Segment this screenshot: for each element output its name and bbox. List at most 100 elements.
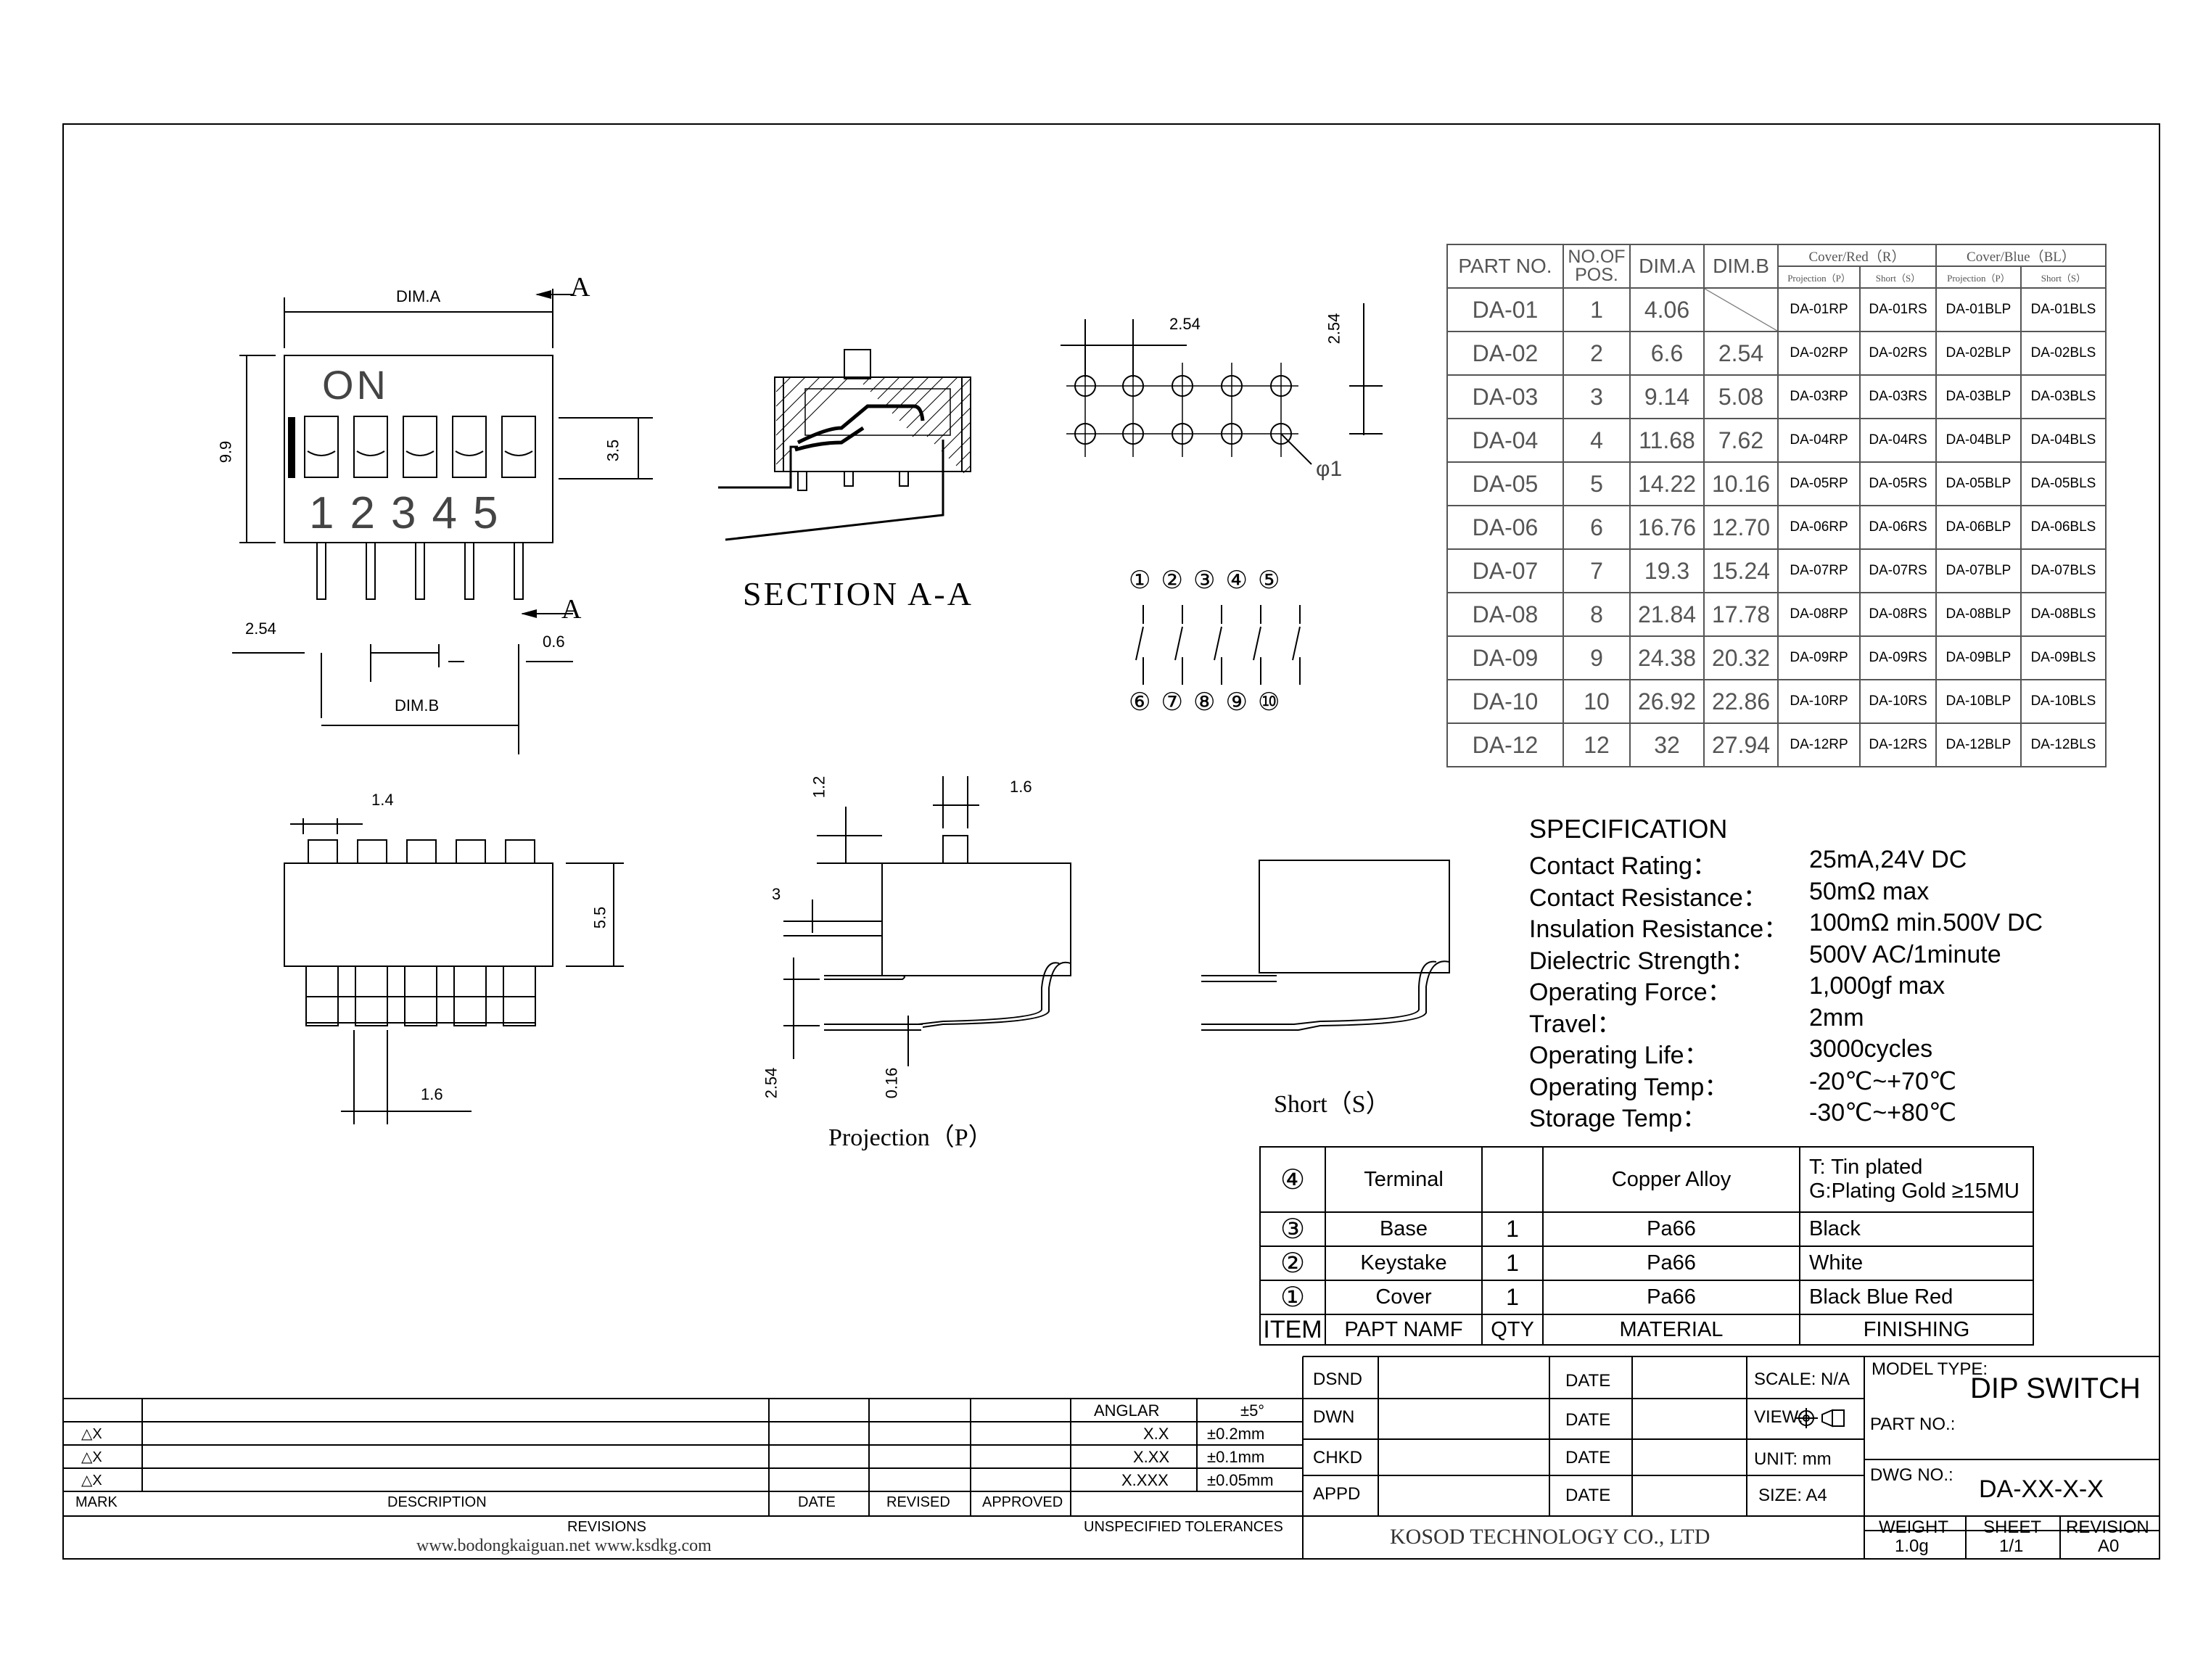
tb-date-3: DATE bbox=[1565, 1448, 1611, 1467]
dim-b-cell: 27.94 bbox=[1703, 722, 1779, 767]
dim-a-cell: 24.38 bbox=[1629, 635, 1705, 680]
dim-0-16: 0.16 bbox=[882, 1067, 901, 1099]
pos-cell: 8 bbox=[1562, 592, 1631, 637]
circuit-label: ⑥ bbox=[1129, 689, 1161, 716]
dim-a-cell: 16.76 bbox=[1629, 505, 1705, 550]
tb-date-4: DATE bbox=[1565, 1486, 1611, 1505]
header-dim-b: DIM.B bbox=[1703, 244, 1779, 289]
bls-cell: DA-01BLS bbox=[2019, 287, 2107, 332]
bom-header-finishing: FINISHING bbox=[1799, 1314, 2034, 1346]
bom-finishing-line: Black bbox=[1809, 1217, 1861, 1240]
header-projection: Projection（P） bbox=[1935, 265, 2022, 289]
tb-appd: APPD bbox=[1313, 1484, 1361, 1504]
pos-cell: 3 bbox=[1562, 374, 1631, 419]
circuit-top-labels: ①②③④⑤ bbox=[1129, 566, 1290, 595]
section-view bbox=[718, 349, 971, 541]
dim-0-6: 0.6 bbox=[543, 633, 565, 651]
circuit-label: ⑧ bbox=[1193, 689, 1226, 716]
tol-x-xxx-value: ±0.05mm bbox=[1207, 1471, 1274, 1489]
bom-qty bbox=[1481, 1146, 1544, 1213]
bom-part-name: Terminal bbox=[1325, 1146, 1483, 1213]
bom-header-material: MATERIAL bbox=[1542, 1314, 1800, 1346]
dim-a-cell: 4.06 bbox=[1629, 287, 1705, 332]
bom-part-name: Base bbox=[1325, 1211, 1483, 1247]
tol-x-xxx: X.XXX bbox=[1121, 1471, 1169, 1489]
tb-dwn: DWN bbox=[1313, 1407, 1355, 1427]
section-arrows bbox=[521, 290, 551, 618]
pos-cell: 12 bbox=[1562, 722, 1631, 767]
dim-3-5: 3.5 bbox=[604, 439, 622, 462]
bls-cell: DA-05BLS bbox=[2019, 461, 2107, 506]
bls-cell: DA-06BLS bbox=[2019, 505, 2107, 550]
circuit-label: ⑩ bbox=[1257, 689, 1290, 716]
dim-1-4: 1.4 bbox=[371, 791, 394, 809]
bom-item-number: ④ bbox=[1259, 1146, 1326, 1213]
header-part-no: PART NO. bbox=[1446, 244, 1564, 289]
bls-cell: DA-08BLS bbox=[2019, 592, 2107, 637]
tb-sheet-label: SHEET bbox=[1983, 1518, 2042, 1537]
bom-material: Pa66 bbox=[1542, 1280, 1800, 1315]
spec-label: Insulation Resistance： bbox=[1529, 915, 1789, 943]
top-view-pins bbox=[316, 542, 524, 600]
tb-revision-label: REVISION bbox=[2066, 1518, 2149, 1537]
dim-a-cell: 11.68 bbox=[1629, 418, 1705, 463]
dim-9-9: 9.9 bbox=[216, 440, 235, 464]
blp-cell: DA-01BLP bbox=[1935, 287, 2022, 332]
spec-value: 3000cycles bbox=[1809, 1035, 1933, 1063]
rs-cell: DA-03RS bbox=[1859, 374, 1937, 419]
dim-1-6: 1.6 bbox=[421, 1085, 443, 1103]
pos-number: 4 bbox=[432, 488, 473, 538]
spec-label: Dielectric Strength： bbox=[1529, 947, 1755, 975]
rs-cell: DA-04RS bbox=[1859, 418, 1937, 463]
section-title: SECTION A-A bbox=[743, 575, 973, 612]
spec-value: 50mΩ max bbox=[1809, 877, 1930, 905]
rp-cell: DA-05RP bbox=[1776, 461, 1861, 506]
circuit-label: ① bbox=[1129, 567, 1161, 594]
dim-3: 3 bbox=[772, 885, 781, 903]
bom-material: Copper Alloy bbox=[1542, 1146, 1800, 1213]
section-mark-bottom: A bbox=[561, 594, 582, 625]
circuit-label: ② bbox=[1161, 567, 1193, 594]
bom-header-item: ITEM bbox=[1259, 1314, 1326, 1346]
rev-header-date: DATE bbox=[798, 1494, 836, 1510]
circuit-diagram bbox=[1135, 605, 1301, 685]
websites: www.bodongkaiguan.net www.ksdkg.com bbox=[416, 1536, 712, 1555]
rev-mark-3: △X bbox=[81, 1473, 102, 1488]
dim-b-cell: 15.24 bbox=[1703, 548, 1779, 593]
bls-cell: DA-12BLS bbox=[2019, 722, 2107, 767]
pcb-pitch-v: 2.54 bbox=[1325, 313, 1343, 345]
bom-item-number: ③ bbox=[1259, 1211, 1326, 1247]
dim-a-cell: 26.92 bbox=[1629, 679, 1705, 724]
bom-qty: 1 bbox=[1481, 1280, 1544, 1315]
tol-anglar-value: ±5° bbox=[1240, 1401, 1265, 1420]
spec-value: 25mA,24V DC bbox=[1809, 846, 1967, 873]
rp-cell: DA-04RP bbox=[1776, 418, 1861, 463]
bom-finishing: Black Blue Red bbox=[1799, 1280, 2034, 1315]
pos-cell: 4 bbox=[1562, 418, 1631, 463]
section-mark-top: A bbox=[570, 272, 590, 302]
short-title: Short（S） bbox=[1274, 1091, 1391, 1118]
spec-label: Contact Rating： bbox=[1529, 852, 1717, 880]
tb-weight-label: WEIGHT bbox=[1879, 1518, 1948, 1537]
part-no-cell: DA-04 bbox=[1446, 418, 1564, 463]
blp-cell: DA-03BLP bbox=[1935, 374, 2022, 419]
circuit-label: ⑤ bbox=[1257, 567, 1290, 594]
bom-material: Pa66 bbox=[1542, 1211, 1800, 1247]
part-no-cell: DA-12 bbox=[1446, 722, 1564, 767]
dim-a-cell: 14.22 bbox=[1629, 461, 1705, 506]
spec-label: Travel： bbox=[1529, 1010, 1622, 1038]
top-view-actuators bbox=[304, 416, 536, 478]
tb-view: VIEW: bbox=[1754, 1407, 1803, 1427]
dim-5-5: 5.5 bbox=[590, 906, 609, 929]
tb-model-type: DIP SWITCH bbox=[1970, 1372, 2141, 1404]
position-numbers: 12345 bbox=[309, 487, 514, 539]
rs-cell: DA-10RS bbox=[1859, 679, 1937, 724]
pos-cell: 2 bbox=[1562, 331, 1631, 376]
